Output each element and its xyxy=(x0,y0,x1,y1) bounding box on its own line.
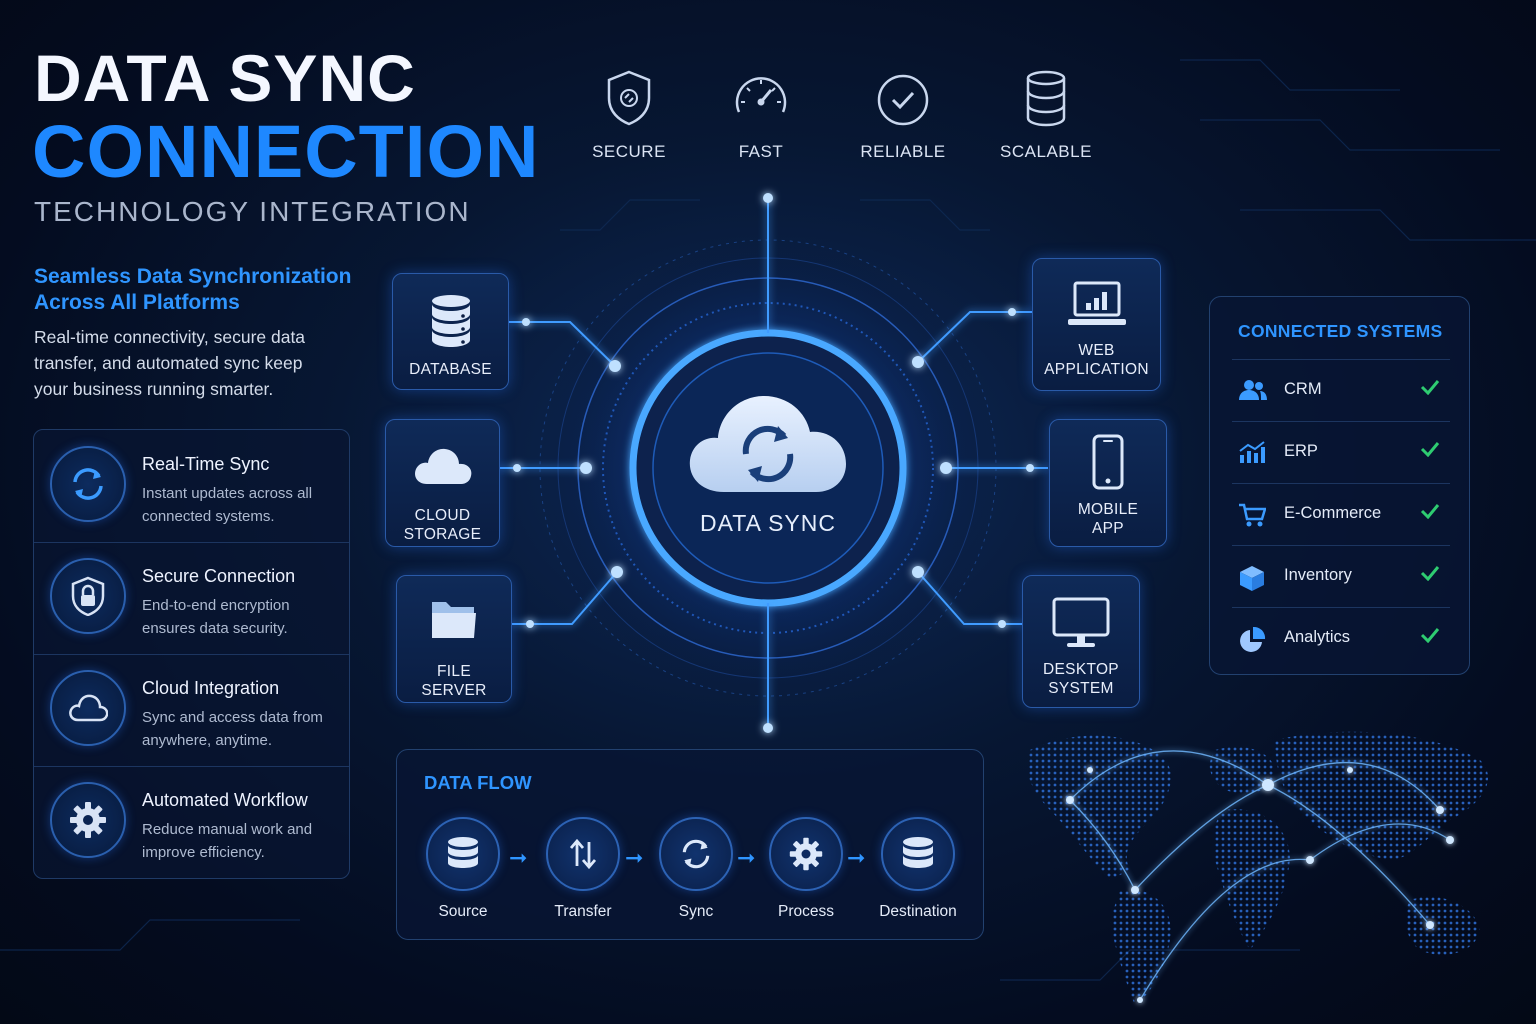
feature-title: Real-Time Sync xyxy=(142,454,270,474)
world-map xyxy=(1026,731,1489,1005)
node-label: MOBILE APP xyxy=(1077,501,1139,537)
node-cloud-storage[interactable]: CLOUD STORAGE xyxy=(385,419,500,547)
check-icon xyxy=(1420,380,1440,395)
database-icon xyxy=(448,837,478,868)
database-stack-icon xyxy=(1026,70,1066,127)
feature-secure-connection: Secure Connection End-to-end encryption … xyxy=(34,542,349,655)
connected-systems-title: CONNECTED SYSTEMS xyxy=(1238,321,1443,341)
system-label: Analytics xyxy=(1284,628,1351,646)
cloud-sync-icon xyxy=(689,396,846,492)
node-desktop-system[interactable]: DESKTOP SYSTEM xyxy=(1022,575,1140,708)
users-icon xyxy=(1239,380,1267,400)
flow-step-source: Source xyxy=(408,817,518,921)
gear-icon xyxy=(789,837,823,871)
badge-scalable: SCALABLE xyxy=(986,68,1106,162)
flow-step-process: Process xyxy=(751,817,861,921)
cloud-icon xyxy=(69,694,108,722)
node-label: DESKTOP SYSTEM xyxy=(1043,661,1119,697)
folder-icon xyxy=(432,602,476,638)
title-line-2: CONNECTION xyxy=(32,110,540,193)
system-row-inventory[interactable]: Inventory xyxy=(1232,545,1450,607)
feature-description: Reduce manual work and improve efficienc… xyxy=(142,821,313,861)
system-row-erp[interactable]: ERP xyxy=(1232,421,1450,483)
bar-chart-icon xyxy=(1239,441,1265,463)
check-icon xyxy=(1420,442,1440,457)
system-row-crm[interactable]: CRM xyxy=(1232,359,1450,421)
arrow-right-icon: ➞ xyxy=(847,845,866,870)
monitor-icon xyxy=(1052,597,1110,647)
description: Real-time connectivity, secure data tran… xyxy=(34,327,306,399)
features-panel: Real-Time Sync Instant updates across al… xyxy=(33,429,350,879)
step-label: Source xyxy=(438,903,488,920)
subtitle: TECHNOLOGY INTEGRATION xyxy=(34,196,471,227)
title-line-1: DATA SYNC xyxy=(34,41,416,115)
speedometer-icon xyxy=(735,77,787,113)
database-icon xyxy=(903,837,933,868)
check-icon xyxy=(1420,504,1440,519)
arrow-right-icon: ➞ xyxy=(625,845,644,870)
feature-real-time-sync: Real-Time Sync Instant updates across al… xyxy=(34,430,349,543)
shield-icon xyxy=(607,70,651,126)
node-file-server[interactable]: FILE SERVER xyxy=(396,575,512,703)
feature-description: Instant updates across all connected sys… xyxy=(142,485,313,525)
step-label: Destination xyxy=(879,903,957,920)
step-label: Sync xyxy=(678,903,714,920)
node-label: CLOUD STORAGE xyxy=(403,507,482,543)
laptop-chart-icon xyxy=(1067,281,1126,325)
badge-label: SECURE xyxy=(592,142,666,161)
badge-label: SCALABLE xyxy=(1000,142,1092,161)
feature-title: Secure Connection xyxy=(142,566,296,586)
data-flow-title: DATA FLOW xyxy=(424,772,532,793)
system-label: Inventory xyxy=(1284,566,1352,584)
cloud-icon xyxy=(414,448,471,484)
box-icon xyxy=(1240,566,1264,591)
system-label: ERP xyxy=(1284,442,1318,460)
database-icon xyxy=(431,295,470,347)
node-label: DATABASE xyxy=(409,361,492,378)
feature-title: Cloud Integration xyxy=(142,678,280,698)
arrow-right-icon: ➞ xyxy=(737,845,756,870)
lock-shield-icon xyxy=(71,576,105,616)
flow-step-destination: Destination xyxy=(863,817,973,921)
badge-fast: FAST xyxy=(701,68,821,162)
arrow-right-icon: ➞ xyxy=(509,845,528,870)
node-mobile-app[interactable]: MOBILE APP xyxy=(1049,419,1167,547)
system-row-analytics[interactable]: Analytics xyxy=(1232,607,1450,669)
hub-label: DATA SYNC xyxy=(700,510,836,536)
tagline: Seamless Data Synchronization Across All… xyxy=(34,265,352,314)
feature-description: Sync and access data from anywhere, anyt… xyxy=(142,709,323,749)
system-row-e-commerce[interactable]: E-Commerce xyxy=(1232,483,1450,545)
system-label: E-Commerce xyxy=(1284,504,1382,522)
step-label: Transfer xyxy=(554,903,612,920)
feature-title: Automated Workflow xyxy=(142,790,308,810)
check-circle-icon xyxy=(877,74,929,126)
node-database[interactable]: DATABASE xyxy=(392,273,509,390)
badge-label: RELIABLE xyxy=(860,142,946,161)
transfer-arrows-icon xyxy=(569,838,597,870)
flow-step-transfer: Transfer xyxy=(528,817,638,921)
badge-label: FAST xyxy=(738,142,784,161)
node-label: WEB APPLICATION xyxy=(1044,342,1149,378)
smartphone-icon xyxy=(1092,434,1124,490)
node-label: FILE SERVER xyxy=(421,663,487,699)
flow-step-sync: Sync xyxy=(641,817,751,921)
pie-chart-icon xyxy=(1240,626,1266,652)
sync-icon xyxy=(682,839,710,869)
feature-cloud-integration: Cloud Integration Sync and access data f… xyxy=(34,654,349,767)
feature-automated-workflow: Automated Workflow Reduce manual work an… xyxy=(34,766,349,878)
feature-description: End-to-end encryption ensures data secur… xyxy=(142,597,290,637)
step-label: Process xyxy=(778,903,834,920)
node-web-application[interactable]: WEB APPLICATION xyxy=(1032,258,1161,391)
system-label: CRM xyxy=(1284,380,1322,398)
badge-reliable: RELIABLE xyxy=(843,68,963,162)
data-flow-panel: DATA FLOW Source ➞ Transfer ➞ xyxy=(396,749,984,940)
badge-secure: SECURE xyxy=(569,68,689,162)
cart-icon xyxy=(1239,503,1266,527)
check-icon xyxy=(1420,628,1440,643)
connected-systems-panel: CONNECTED SYSTEMS CRM ERP E-Commerce Inv… xyxy=(1209,296,1470,675)
check-icon xyxy=(1420,566,1440,581)
gear-icon xyxy=(70,802,106,838)
sync-icon xyxy=(73,468,103,500)
